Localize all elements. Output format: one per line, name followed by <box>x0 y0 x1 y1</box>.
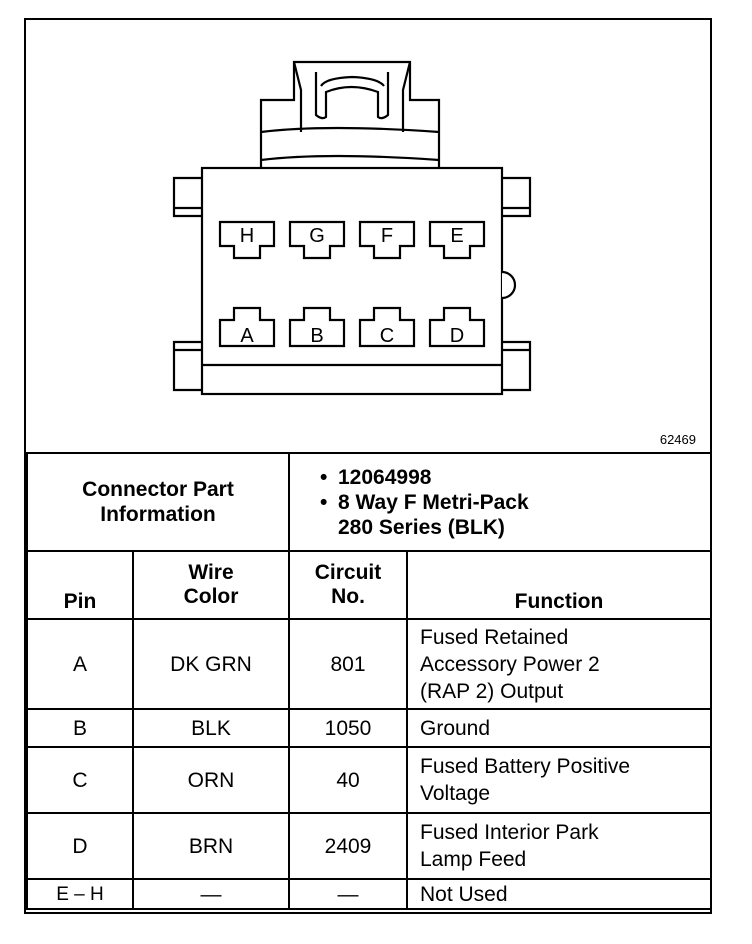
connector-drawing: H G F E A B C D <box>172 60 532 396</box>
header-function: Function <box>406 550 712 620</box>
connector-pinout-table: Connector Part Information •12064998 •8 … <box>26 452 712 910</box>
lock-tab-outline <box>259 60 441 168</box>
circuit-cell: 801 <box>288 618 408 710</box>
part-number: 12064998 <box>338 465 432 489</box>
cavity-label-c: C <box>380 325 394 347</box>
function-cell: Ground <box>406 708 712 748</box>
pin-cell: C <box>26 746 134 814</box>
cavity-b <box>288 306 346 348</box>
table-row: A DK GRN 801 Fused Retained Accessory Po… <box>26 618 712 710</box>
cavity-label-a: A <box>240 325 254 347</box>
left-lower-ear <box>172 340 202 392</box>
table-row: D BRN 2409 Fused Interior Park Lamp Feed <box>26 812 712 880</box>
connector-info-values: •12064998 •8 Way F Metri-Pack 280 Series… <box>288 452 712 552</box>
pin-cell: D <box>26 812 134 880</box>
circuit-cell: 40 <box>288 746 408 814</box>
wire-color-cell: BLK <box>132 708 290 748</box>
pin-cell: E – H <box>26 878 134 910</box>
cavity-label-d: D <box>450 325 464 347</box>
circuit-cell: — <box>288 878 408 910</box>
connector-info-row: Connector Part Information •12064998 •8 … <box>26 452 712 552</box>
cavity-label-h: H <box>240 225 254 247</box>
cavity-f <box>358 220 416 260</box>
cavity-g <box>288 220 346 260</box>
right-upper-ear <box>502 176 532 218</box>
left-upper-ear <box>172 176 202 218</box>
cavity-h <box>218 220 276 260</box>
table-row: E – H — — Not Used <box>26 878 712 910</box>
cavity-label-g: G <box>309 225 325 247</box>
pin-cell: B <box>26 708 134 748</box>
table-row: C ORN 40 Fused Battery Positive Voltage <box>26 746 712 814</box>
cavity-c <box>358 306 416 348</box>
cavity-label-e: E <box>450 225 463 247</box>
connector-info-label: Connector Part Information <box>26 452 290 552</box>
header-wire-color: Wire Color <box>132 550 290 620</box>
wire-color-cell: — <box>132 878 290 910</box>
header-circuit-no: Circuit No. <box>288 550 408 620</box>
cavity-e <box>428 220 486 260</box>
cavity-d <box>428 306 486 348</box>
right-lower-ear <box>502 340 532 392</box>
cavity-label-b: B <box>310 325 323 347</box>
function-cell: Fused Battery Positive Voltage <box>406 746 712 814</box>
connector-figure-frame: H G F E A B C D 62469 Connector Part Inf… <box>24 18 712 914</box>
circuit-cell: 1050 <box>288 708 408 748</box>
keyway-notch <box>501 270 517 300</box>
wire-color-cell: DK GRN <box>132 618 290 710</box>
connector-type: 8 Way F Metri-Pack <box>338 490 529 514</box>
connector-series: 280 Series (BLK) <box>338 515 505 539</box>
function-cell: Fused Retained Accessory Power 2 (RAP 2)… <box>406 618 712 710</box>
wire-color-cell: BRN <box>132 812 290 880</box>
circuit-cell: 2409 <box>288 812 408 880</box>
column-header-row: Pin Wire Color Circuit No. Function <box>26 550 712 620</box>
cavity-a <box>218 306 276 348</box>
connector-face-diagram: H G F E A B C D 62469 <box>26 20 710 452</box>
cavity-label-f: F <box>381 225 393 247</box>
wire-color-cell: ORN <box>132 746 290 814</box>
function-cell: Not Used <box>406 878 712 910</box>
pin-cell: A <box>26 618 134 710</box>
header-pin: Pin <box>26 550 134 620</box>
function-cell: Fused Interior Park Lamp Feed <box>406 812 712 880</box>
figure-number: 62469 <box>659 432 696 447</box>
connector-body <box>200 166 504 396</box>
table-row: B BLK 1050 Ground <box>26 708 712 748</box>
